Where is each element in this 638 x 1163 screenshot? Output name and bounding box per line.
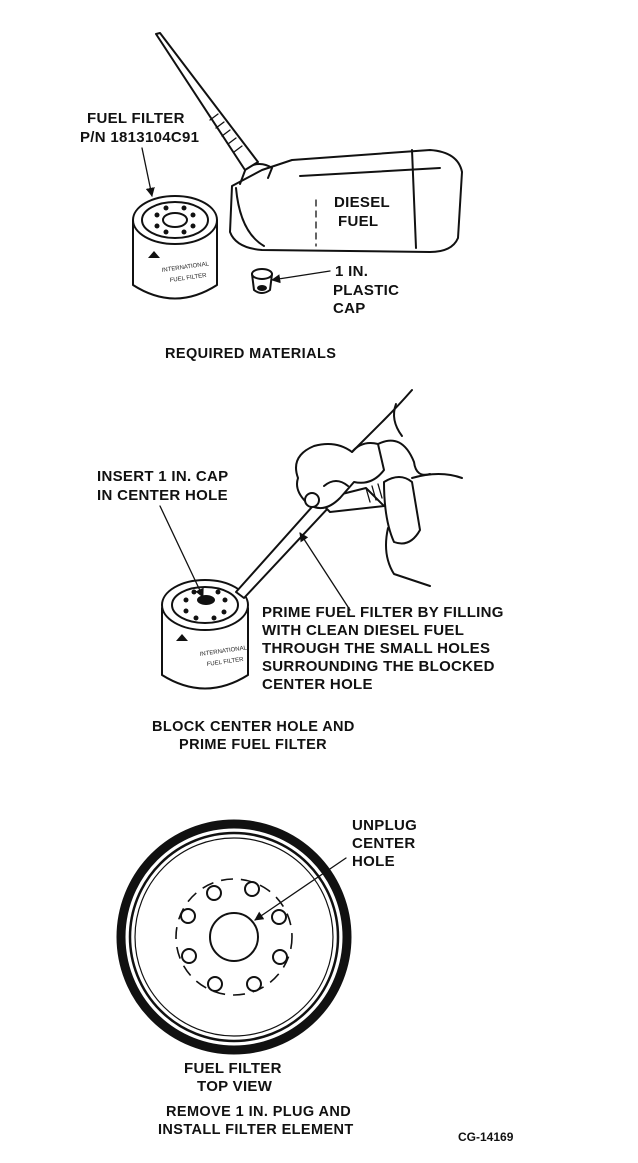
filter-priming-illustration: INTERNATIONAL FUEL FILTER — [162, 580, 248, 689]
prime-instruction-label: PRIME FUEL FILTER BY FILLING WITH CLEAN … — [262, 604, 508, 693]
cap-leader-arrow — [272, 271, 330, 280]
figure-id: CG-14169 — [458, 1130, 514, 1144]
filter-top-view-illustration — [121, 824, 347, 1050]
filter-leader-arrow — [142, 148, 152, 196]
fuel-filter-label: FUEL FILTER P/N 1813104C91 — [80, 110, 199, 146]
top-view-label: FUEL FILTER TOP VIEW — [184, 1060, 286, 1095]
required-materials-caption: REQUIRED MATERIALS — [165, 346, 336, 362]
plastic-cap-label: 1 IN. PLASTIC CAP — [333, 263, 404, 317]
plastic-cap-illustration — [252, 269, 272, 293]
panel-block-and-prime: INTERNATIONAL FUEL FILTER INSERT 1 IN. C… — [97, 390, 508, 753]
block-and-prime-caption: BLOCK CENTER HOLE AND PRIME FUEL FILTER — [152, 719, 359, 753]
insert-cap-label: INSERT 1 IN. CAP IN CENTER HOLE — [97, 468, 233, 504]
fuel-can-spout-illustration — [236, 474, 462, 598]
install-filter-caption: REMOVE 1 IN. PLUG AND INSTALL FILTER ELE… — [158, 1104, 356, 1138]
unplug-center-hole-label: UNPLUG CENTER HOLE — [352, 817, 422, 870]
prime-leader-arrow — [300, 533, 350, 610]
panel-filter-top-view: UNPLUG CENTER HOLE FUEL FILTER TOP VIEW … — [121, 817, 422, 1138]
fuel-filter-canister-illustration: INTERNATIONAL FUEL FILTER — [133, 196, 217, 299]
panel-required-materials: INTERNATIONAL FUEL FILTER FUEL FILTER — [80, 33, 462, 362]
